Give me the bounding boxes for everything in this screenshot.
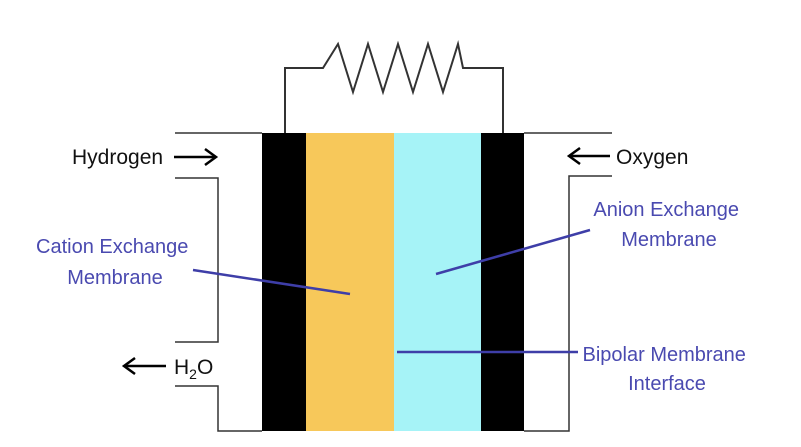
- cation-membrane-label-line1: Cation Exchange: [36, 236, 188, 258]
- anion-exchange-membrane: [394, 133, 481, 431]
- bipolar-interface-label-line2: Interface: [628, 373, 706, 395]
- anion-membrane-label-line2: Membrane: [621, 229, 717, 251]
- anion-membrane-label: Anion Exchange Membrane: [593, 199, 744, 251]
- cation-membrane-callout-line: [192, 268, 351, 296]
- arrow-left-icon: [121, 356, 166, 376]
- anion-membrane-callout-line: [435, 228, 591, 276]
- left-channel-outline: [175, 177, 219, 343]
- bipolar-interface-label-line1: Bipolar Membrane: [583, 344, 746, 366]
- oxygen-label: Oxygen: [616, 146, 688, 169]
- hydrogen-label: Hydrogen: [72, 146, 163, 169]
- circuit-wire-with-resistor-icon: [284, 40, 504, 133]
- cation-exchange-membrane: [306, 133, 394, 431]
- cathode-electrode: [481, 133, 524, 431]
- arrow-left-icon: [566, 146, 610, 166]
- bipolar-interface-label: Bipolar Membrane Interface: [583, 344, 752, 395]
- water-label: H2O: [174, 356, 213, 382]
- cation-membrane-label-line2: Membrane: [67, 267, 163, 289]
- arrow-right-icon: [174, 147, 219, 167]
- cation-membrane-label: Cation Exchange Membrane: [36, 236, 194, 289]
- anion-membrane-label-line1: Anion Exchange: [593, 199, 739, 221]
- right-channel-outline: [524, 175, 612, 432]
- left-housing-bottom: [175, 385, 262, 432]
